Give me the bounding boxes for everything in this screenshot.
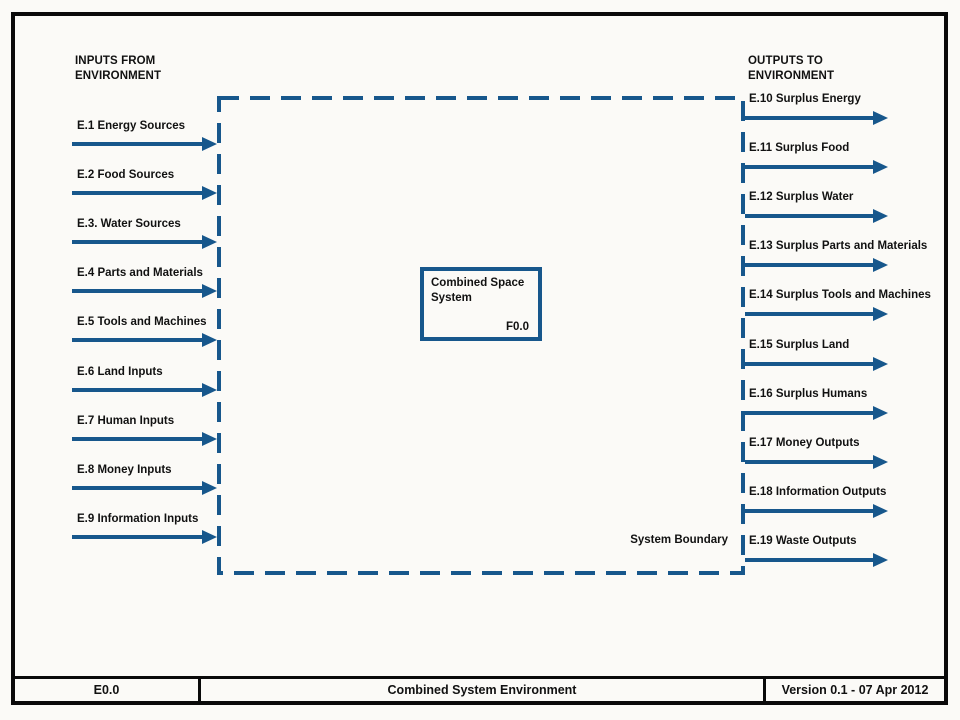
- input-arrow: [72, 186, 217, 201]
- output-label: E.13 Surplus Parts and Materials: [749, 240, 928, 253]
- output-label: E.11 Surplus Food: [749, 142, 850, 155]
- output-row: E.19 Waste Outputs: [745, 534, 888, 580]
- outputs-heading: OUTPUTS TO ENVIRONMENT: [748, 54, 834, 84]
- output-label: E.12 Surplus Water: [749, 191, 854, 204]
- output-arrow: [745, 111, 888, 125]
- inputs-heading-line1: INPUTS FROM: [75, 55, 156, 67]
- input-arrow: [72, 284, 217, 299]
- input-label: E.4 Parts and Materials: [77, 267, 203, 280]
- input-row: E.1 Energy Sources: [72, 119, 217, 165]
- title-block-id: E0.0: [15, 679, 201, 701]
- input-row: E.5 Tools and Machines: [72, 315, 217, 361]
- system-box-function-id: F0.0: [505, 321, 529, 333]
- output-arrow: [745, 552, 888, 567]
- input-label: E.9 Information Inputs: [77, 512, 199, 525]
- input-label: E.6 Land Inputs: [77, 365, 163, 378]
- input-label: E.8 Money Inputs: [77, 463, 172, 476]
- output-arrow: [745, 356, 888, 371]
- input-label: E.2 Food Sources: [77, 169, 175, 182]
- output-label: E.15 Surplus Land: [749, 338, 850, 351]
- page-frame: E0.0 Combined System Environment Version…: [11, 12, 948, 705]
- title-block: E0.0 Combined System Environment Version…: [15, 676, 944, 701]
- output-arrow: [745, 454, 888, 469]
- output-arrow: [745, 405, 888, 420]
- inputs-heading: INPUTS FROM ENVIRONMENT: [75, 54, 161, 84]
- output-row: E.16 Surplus Humans: [745, 387, 888, 433]
- output-label: E.19 Waste Outputs: [749, 534, 857, 547]
- input-row: E.7 Human Inputs: [72, 414, 217, 460]
- input-label: E.1 Energy Sources: [77, 120, 186, 132]
- input-arrow: [72, 235, 217, 250]
- input-row: E.6 Land Inputs: [72, 365, 217, 411]
- output-row: E.11 Surplus Food: [745, 141, 888, 187]
- output-arrow: [745, 307, 888, 322]
- input-arrow: [72, 333, 217, 348]
- input-arrow: [72, 137, 217, 151]
- system-box: Combined Space System F0.0: [420, 267, 542, 341]
- system-boundary-label: System Boundary: [630, 534, 728, 546]
- outputs-heading-line1: OUTPUTS TO: [748, 55, 823, 67]
- output-arrow: [745, 503, 888, 518]
- input-row: E.2 Food Sources: [72, 168, 217, 214]
- output-row: E.10 Surplus Energy: [745, 92, 888, 138]
- output-arrow: [745, 258, 888, 273]
- output-row: E.15 Surplus Land: [745, 338, 888, 384]
- output-label: E.18 Information Outputs: [749, 485, 887, 498]
- output-label: E.17 Money Outputs: [749, 436, 860, 449]
- input-row: E.4 Parts and Materials: [72, 266, 217, 312]
- output-row: E.18 Information Outputs: [745, 485, 888, 531]
- output-row: E.14 Surplus Tools and Machines: [745, 288, 931, 334]
- output-label: E.14 Surplus Tools and Machines: [749, 289, 931, 302]
- input-label: E.7 Human Inputs: [77, 414, 175, 427]
- output-row: E.17 Money Outputs: [745, 436, 888, 482]
- outputs-heading-line2: ENVIRONMENT: [748, 70, 835, 82]
- output-row: E.13 Surplus Parts and Materials: [745, 239, 927, 285]
- output-label: E.16 Surplus Humans: [749, 387, 868, 400]
- inputs-heading-line2: ENVIRONMENT: [75, 70, 162, 82]
- output-arrow: [745, 209, 888, 224]
- title-block-version: Version 0.1 - 07 Apr 2012: [781, 683, 929, 697]
- input-row: E.8 Money Inputs: [72, 463, 217, 509]
- input-row: E.3. Water Sources: [72, 217, 217, 263]
- output-label: E.10 Surplus Energy: [749, 93, 861, 105]
- input-arrow: [72, 431, 217, 446]
- input-label: E.3. Water Sources: [77, 218, 181, 231]
- output-arrow: [745, 160, 888, 175]
- input-arrow: [72, 382, 217, 397]
- input-arrow: [72, 480, 217, 495]
- output-row: E.12 Surplus Water: [745, 190, 888, 236]
- input-arrow: [72, 529, 217, 544]
- title-block-title: Combined System Environment: [201, 679, 766, 701]
- input-row: E.9 Information Inputs: [72, 512, 217, 558]
- system-box-title: Combined Space System: [431, 277, 525, 304]
- input-label: E.5 Tools and Machines: [77, 316, 207, 329]
